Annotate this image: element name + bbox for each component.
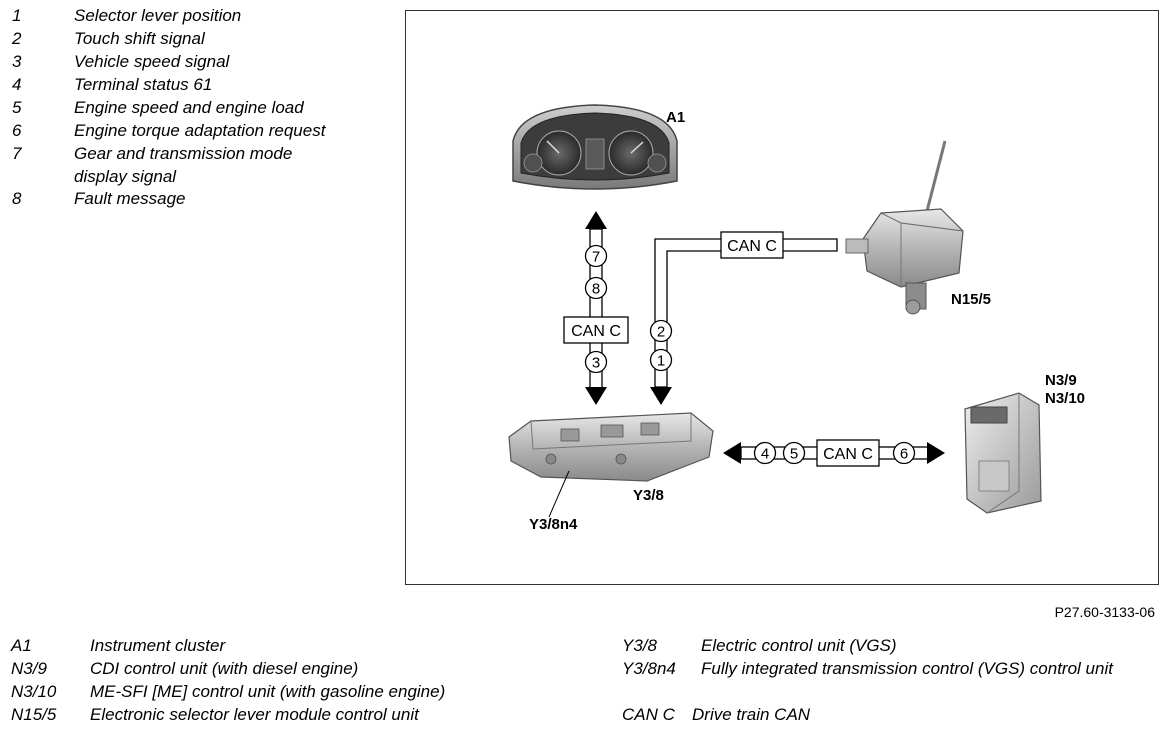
selector-lever-module-image xyxy=(845,140,964,315)
legend-number: 1 xyxy=(12,6,22,25)
bus-label: CAN C xyxy=(571,323,621,340)
legend-label: Engine torque adaptation request xyxy=(74,121,326,140)
legend-number: 2 xyxy=(12,29,22,48)
figure-reference: P27.60-3133-06 xyxy=(1054,604,1155,620)
legend-label: Gear and transmission mode xyxy=(74,144,293,163)
signal-marker-7: 7 xyxy=(584,244,608,268)
can-network-diagram: A1 N15/5 N3/9 N3/10 xyxy=(508,104,1085,533)
legend-label: Touch shift signal xyxy=(74,29,205,48)
signal-marker-2: 2 xyxy=(649,319,673,343)
legend-number: 7 xyxy=(12,144,22,163)
bus-label: CAN C xyxy=(823,446,873,463)
legend-label: Selector lever position xyxy=(74,6,242,25)
transmission-control-unit-image xyxy=(508,412,714,518)
legend-number: 4 xyxy=(12,75,22,94)
abbr-description: Fully integrated transmission control (V… xyxy=(701,659,1113,678)
bus-label: CAN C xyxy=(727,238,777,255)
signal-number: 1 xyxy=(657,353,665,370)
signal-marker-5: 5 xyxy=(782,441,806,465)
signal-number: 5 xyxy=(790,446,798,463)
abbr-description: Electronic selector lever module control… xyxy=(90,705,419,724)
abbr-code: CAN C xyxy=(622,705,675,724)
label-n3-9: N3/9 xyxy=(1045,372,1077,389)
legend-number: 8 xyxy=(12,189,22,208)
abbr-description: Drive train CAN xyxy=(692,705,811,724)
label-y3-8: Y3/8 xyxy=(633,487,664,504)
signal-marker-8: 8 xyxy=(584,276,608,300)
signal-number: 4 xyxy=(761,446,769,463)
label-y3-8n4: Y3/8n4 xyxy=(529,516,578,533)
bus-tag-can-c-horizontal: CAN C xyxy=(816,439,880,467)
signal-number: 3 xyxy=(592,355,600,372)
signal-marker-3: 3 xyxy=(584,350,608,374)
legend-number: 6 xyxy=(12,121,22,140)
abbr-description: Electric control unit (VGS) xyxy=(701,636,897,655)
bus-tag-can-c-top: CAN C xyxy=(720,231,784,259)
legend-number: 5 xyxy=(12,98,22,117)
legend-label: display signal xyxy=(74,167,177,186)
abbr-code: Y3/8n4 xyxy=(622,659,676,678)
label-n3-10: N3/10 xyxy=(1045,390,1085,407)
signal-marker-6: 6 xyxy=(892,441,916,465)
signal-number: 6 xyxy=(900,446,908,463)
abbr-code: A1 xyxy=(11,636,32,655)
engine-control-unit-image xyxy=(964,392,1042,514)
abbr-code: N15/5 xyxy=(11,705,57,724)
bus-line-selector-transmission xyxy=(650,238,838,405)
abbr-code: Y3/8 xyxy=(622,636,657,655)
label-a1: A1 xyxy=(666,109,685,126)
signal-number: 7 xyxy=(592,249,600,266)
bus-tag-can-c-vertical: CAN C xyxy=(563,316,629,344)
legend-number: 3 xyxy=(12,52,22,71)
abbr-description: CDI control unit (with diesel engine) xyxy=(90,659,359,678)
legend-label: Terminal status 61 xyxy=(74,75,213,94)
signal-number: 2 xyxy=(657,324,665,341)
abbr-description: ME-SFI [ME] control unit (with gasoline … xyxy=(90,682,446,701)
legend-label: Vehicle speed signal xyxy=(74,52,230,71)
signal-number: 8 xyxy=(592,281,600,298)
label-n15-5: N15/5 xyxy=(951,291,991,308)
abbr-code: N3/10 xyxy=(11,682,57,701)
signal-marker-4: 4 xyxy=(753,441,777,465)
legend-label: Engine speed and engine load xyxy=(74,98,304,117)
abbr-description: Instrument cluster xyxy=(90,636,226,655)
abbr-code: N3/9 xyxy=(11,659,47,678)
diagram-frame: A1 N15/5 N3/9 N3/10 xyxy=(405,10,1159,585)
bus-line-cluster-transmission xyxy=(585,211,607,405)
instrument-cluster-image xyxy=(512,104,678,190)
legend-label: Fault message xyxy=(74,189,186,208)
signal-marker-1: 1 xyxy=(649,348,673,372)
